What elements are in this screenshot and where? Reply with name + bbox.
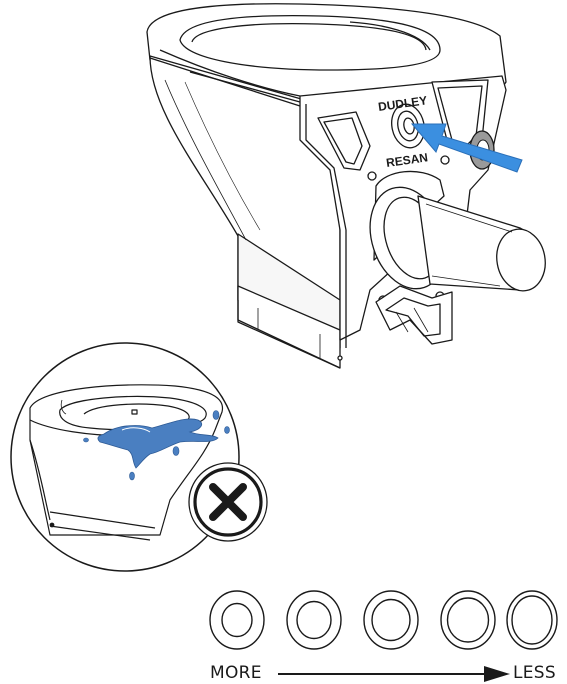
washer-2 [286,590,342,650]
scale-label-less: LESS [513,663,556,683]
insert-direction-arrow [410,123,523,173]
close-x-icon [188,462,268,542]
toilet-main [146,3,546,369]
water-splash [83,410,230,481]
detail-inset-wrong [10,342,240,572]
scale-arrow [278,666,510,682]
brand-label-bottom: RESAN [385,150,429,170]
washer-1 [209,590,265,650]
washer-5 [506,590,558,650]
brand-label-top: DUDLEY [377,93,428,114]
scale-label-more: MORE [210,663,262,683]
washer-scale [209,590,558,650]
washer-3 [363,590,419,650]
washer-4 [440,590,496,650]
